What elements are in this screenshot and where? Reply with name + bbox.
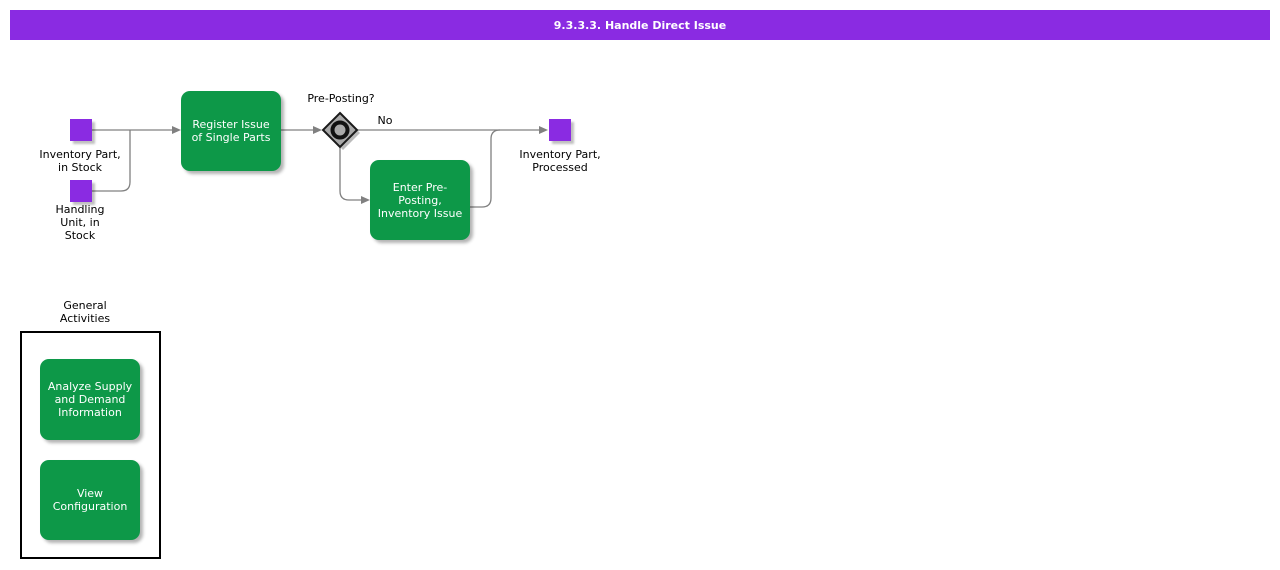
end-event-label: Inventory Part, Processed — [519, 148, 601, 174]
activity-register-issue-of-single-parts[interactable]: Register Issue of Single Parts — [181, 91, 281, 171]
start-event-label: Handling Unit, in Stock — [55, 203, 105, 242]
end-event-inventory-part-processed — [549, 119, 571, 141]
gateway-diamond — [321, 111, 360, 150]
diagram-title: 9.3.3.3. Handle Direct Issue — [553, 18, 727, 32]
activity-view-configuration[interactable]: View Configuration — [40, 460, 140, 540]
activity-enter-pre-posting-inventory-issue[interactable]: Enter Pre- Posting, Inventory Issue — [370, 160, 470, 240]
activity-analyze-supply-and-demand-information[interactable]: Analyze Supply and Demand Information — [40, 359, 140, 440]
arrowhead-into-end — [539, 126, 548, 134]
arrowhead-into-register — [172, 126, 181, 134]
connector-start2-merge — [92, 130, 131, 192]
diagram-title-bar: 9.3.3.3. Handle Direct Issue — [10, 10, 1270, 40]
arrowhead-into-preposting — [361, 196, 370, 204]
start-event-label: Inventory Part, in Stock — [39, 148, 121, 174]
start-event-handling-unit-in-stock — [70, 180, 92, 202]
gateway-circle-icon — [330, 120, 350, 140]
connector-gateway-to-preposting — [339, 147, 361, 201]
general-activities-heading: General Activities — [59, 299, 111, 325]
start-event-inventory-part-in-stock — [70, 119, 92, 141]
gateway-no-branch-label: No — [377, 114, 393, 127]
gateway-question-label: Pre-Posting? — [307, 92, 375, 105]
connector-preposting-to-end — [470, 129, 501, 208]
arrowhead-into-gateway — [313, 126, 322, 134]
